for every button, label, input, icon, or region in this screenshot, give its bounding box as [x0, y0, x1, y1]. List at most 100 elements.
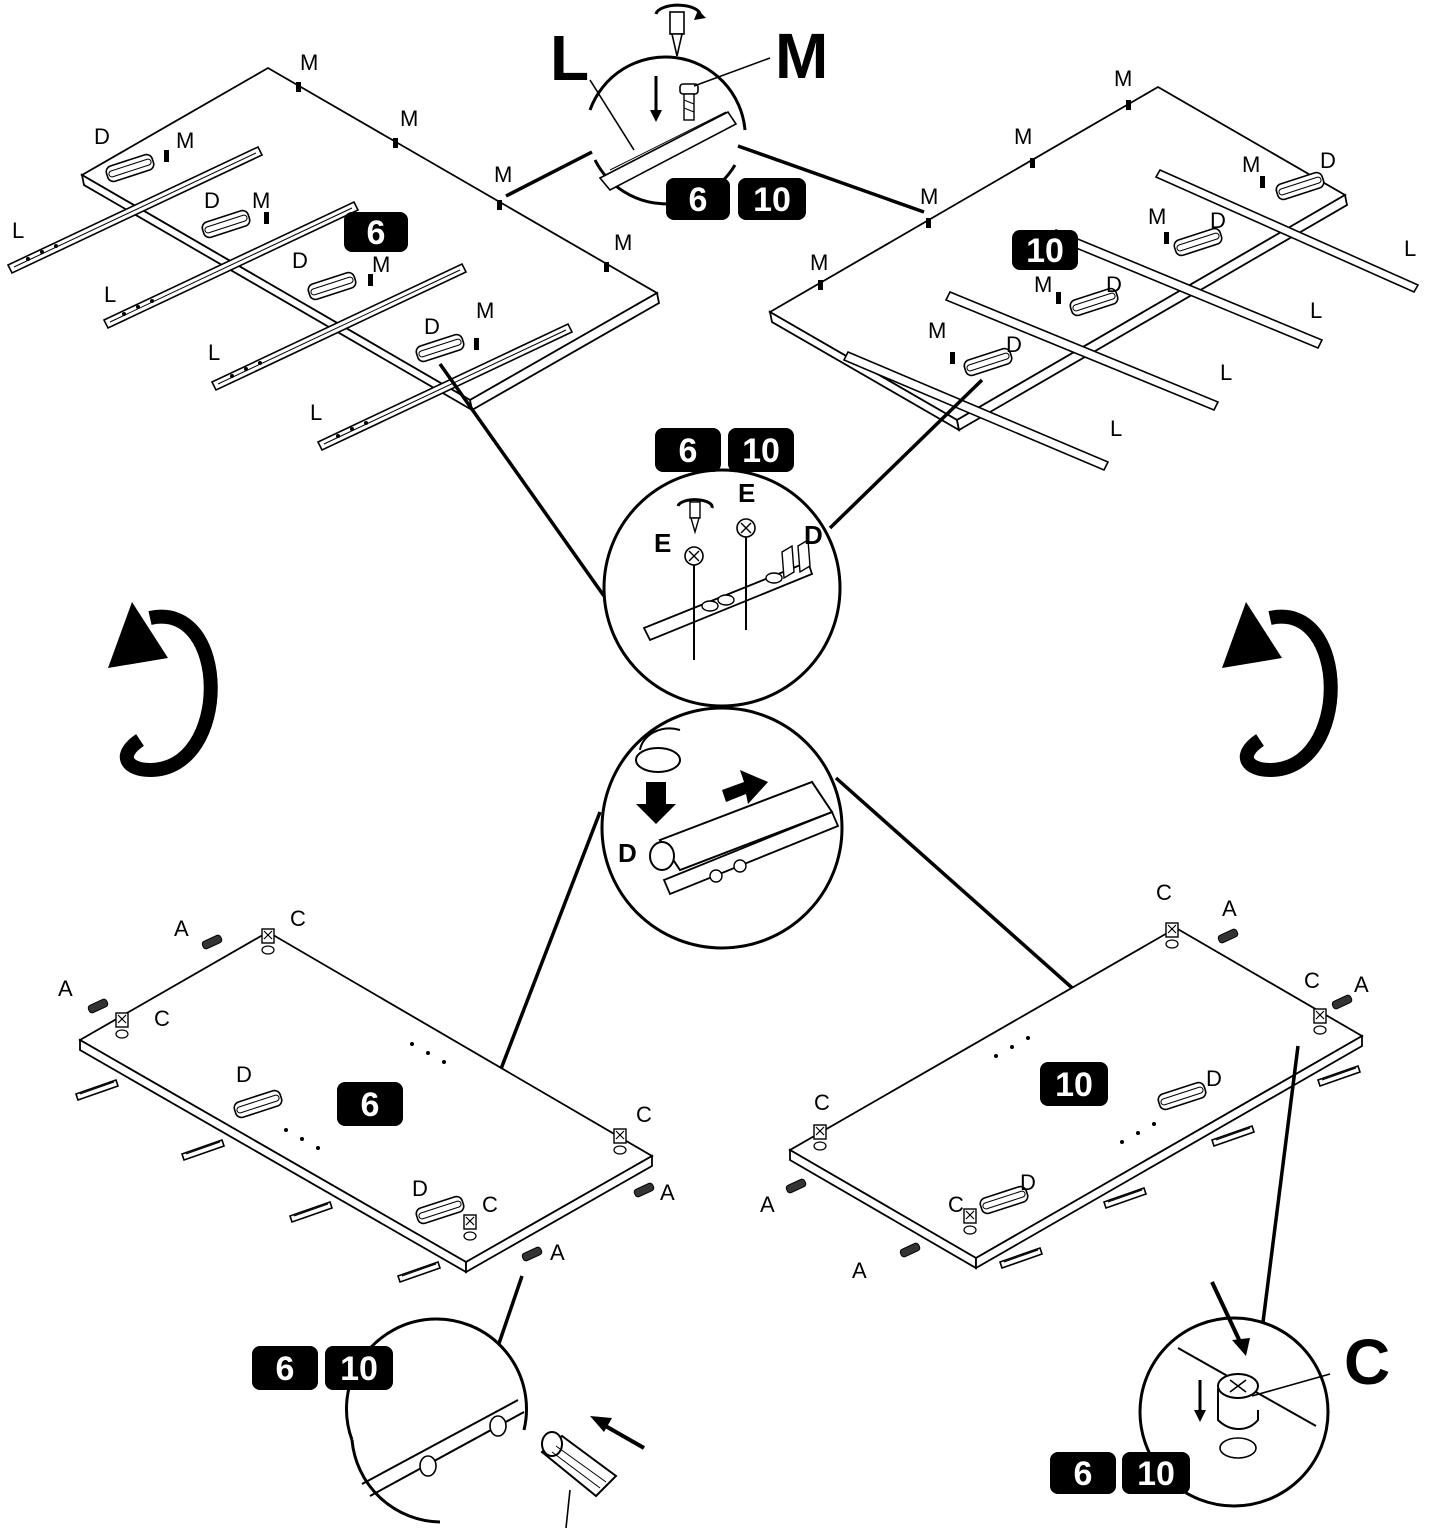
cam: [813, 1124, 827, 1151]
badge-6: [252, 1346, 318, 1390]
dowel-label: A: [660, 1180, 675, 1205]
rail-label: L: [1310, 298, 1322, 323]
dowel: [898, 1241, 922, 1259]
finger-press-icon: [635, 727, 681, 773]
rail-label: L: [310, 400, 322, 425]
cam: [463, 1214, 477, 1241]
rail-label: L: [1110, 416, 1122, 441]
screw-label: M: [1148, 204, 1166, 229]
screw-label: M: [252, 188, 270, 213]
screw-label: M: [494, 162, 512, 187]
dowel: [632, 1181, 656, 1199]
runner: [181, 1139, 225, 1161]
cam-icon: [1217, 1373, 1259, 1459]
screw-label: M: [372, 252, 390, 277]
cam-label: C: [1156, 880, 1172, 905]
bracket-callout-label: D: [804, 520, 823, 550]
screwdriver-icon: [654, 3, 706, 57]
push-arrow-icon: [722, 770, 768, 804]
dowel: [1330, 993, 1354, 1011]
callout-rail-screw: L M 6 10: [505, 3, 925, 220]
dowel-label: A: [760, 1192, 775, 1217]
screw-label: M: [300, 50, 318, 75]
panel-edge: [465, 1154, 653, 1274]
bracket-label: D: [1106, 272, 1122, 297]
rail-label: L: [208, 340, 220, 365]
badge-6: [655, 428, 721, 472]
bracket-label: D: [1320, 148, 1336, 173]
cam: [963, 1208, 977, 1235]
screw-callout-label: M: [775, 20, 828, 92]
bracket-label: D: [204, 188, 220, 213]
screw-label: M: [614, 230, 632, 255]
cam: [115, 1012, 129, 1039]
bracket-label: D: [236, 1062, 252, 1087]
badge-10-text: 10: [742, 432, 780, 470]
bracket-label: D: [412, 1176, 428, 1201]
panel-6-bottom: A A A A C C C C D D 6: [58, 906, 675, 1283]
rotate-arrow-icon: [1222, 602, 1338, 778]
dowel-icon: [540, 1431, 618, 1498]
badge-6-text: 6: [361, 1086, 380, 1124]
dowel: [86, 997, 110, 1015]
badge-6: [666, 178, 730, 220]
rail-callout-label: L: [550, 22, 589, 94]
screw-label: M: [1242, 152, 1260, 177]
badge-10: [325, 1346, 393, 1390]
cam-label: C: [948, 1192, 964, 1217]
bracket-label: D: [1210, 208, 1226, 233]
dowel: [200, 933, 224, 951]
cam-label: C: [814, 1090, 830, 1115]
cam-label: C: [1304, 968, 1320, 993]
badge-10-text: 10: [753, 181, 791, 219]
rail-label: L: [12, 218, 24, 243]
badge-6-text: 6: [276, 1350, 295, 1388]
badge-6-text: 6: [1074, 1455, 1093, 1493]
screw-label: M: [476, 298, 494, 323]
bracket-label: D: [1206, 1066, 1222, 1091]
dowel: [784, 1177, 808, 1195]
badge-10: [1012, 230, 1078, 270]
dowel-label: A: [550, 1240, 565, 1265]
rail-label: L: [1220, 360, 1232, 385]
bracket-label: D: [94, 124, 110, 149]
badge-6-text: 6: [367, 214, 386, 252]
badge-10-text: 10: [1137, 1455, 1175, 1493]
badge-6-text: 6: [689, 181, 708, 219]
panel-10-top: M M M M M M M M D D D D L L L L 10: [768, 66, 1420, 472]
badge-10: [1122, 1452, 1190, 1494]
callout-dowel: 6 10: [252, 1275, 645, 1528]
callout-cam: C 6 10: [1050, 1045, 1390, 1508]
screw-label: M: [1114, 66, 1132, 91]
badge-10-text: 10: [340, 1350, 378, 1388]
panel-edge: [975, 1034, 1363, 1270]
runner: [289, 1201, 333, 1223]
screw-label: M: [1034, 272, 1052, 297]
badge-10: [728, 428, 794, 472]
cam: [613, 1128, 627, 1155]
badge-10: [1040, 1062, 1108, 1106]
dowel: [1216, 927, 1240, 945]
cam-label: C: [154, 1006, 170, 1031]
rail: [842, 168, 1420, 472]
dowel: [520, 1245, 544, 1263]
screw-label: M: [1014, 124, 1032, 149]
badge-6-text: 6: [679, 432, 698, 470]
bracket-label: D: [292, 248, 308, 273]
dowel-label: A: [174, 916, 189, 941]
badge-6: [344, 212, 408, 252]
detail-bubble: [602, 468, 842, 708]
screw-icon: [679, 83, 699, 121]
screwdriver-icon: [676, 498, 714, 535]
cam: [1313, 1008, 1327, 1035]
screw-label: E: [738, 478, 755, 508]
badge-10: [738, 178, 806, 220]
screw-label: M: [920, 184, 938, 209]
rail-label: L: [104, 282, 116, 307]
bracket-label: D: [1006, 332, 1022, 357]
runner: [75, 1079, 119, 1101]
screw-label: M: [176, 128, 194, 153]
cam: [1165, 922, 1179, 949]
badge-10-text: 10: [1055, 1066, 1093, 1104]
